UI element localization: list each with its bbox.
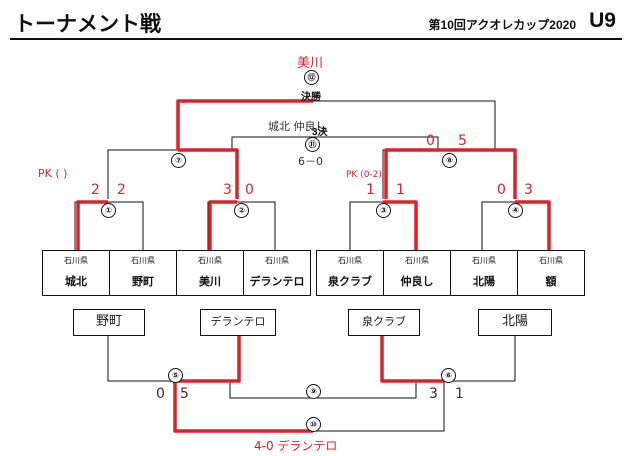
team-box: 石川県 デランテロ [243,250,311,296]
m5-score-right: 5 [180,386,189,402]
winner-path-m7 [178,148,239,199]
winner-path-m8b [384,148,449,199]
m1-score-right: 2 [117,182,126,198]
winner-path-m8 [449,148,517,199]
m5-node: ⑤ [168,368,183,383]
winner-path-m3 [383,200,418,250]
tournament-name: 第10回アクオレカップ2020 [428,18,576,32]
m5-score-left: 0 [156,386,165,402]
team-box: 石川県 泉クラブ [316,250,384,296]
qf2-bracket [207,201,276,250]
winner-path-m1 [76,200,108,250]
team-prefecture: 石川県 [539,256,563,265]
third-place-score: 6－0 [298,155,323,168]
m8-score-left: 0 [426,133,435,149]
final-label: 決勝 [301,92,321,103]
team-prefecture: 石川県 [338,256,362,265]
m1-score-left: 2 [91,182,100,198]
team-name: デランテロ [249,276,305,288]
m9-node: ⑨ [306,384,321,399]
m4-score-right: 3 [524,182,533,198]
third-place-bracket [231,136,439,150]
qf1-node: ① [101,203,116,218]
final-winner-note: 美川 [297,56,324,71]
team-name: 野町 [132,276,154,288]
team-prefecture: 石川県 [265,256,289,265]
team-box: 石川県 北陽 [450,250,518,296]
winner-path-m6 [380,335,444,383]
team-name: 美川 [199,276,221,288]
m10-result: 4-0 デランテロ [254,439,338,453]
team-name: 泉クラブ [328,276,372,288]
m6-score-left: 3 [429,386,438,402]
m9-bracket [229,381,417,399]
third-place-node: ⑪ [305,137,320,152]
final-bracket [178,100,496,150]
m6-score-right: 1 [455,386,464,402]
team-box: 石川県 美川 [176,250,244,296]
team-prefecture: 石川県 [198,256,222,265]
m10-node: ⑩ [306,417,321,432]
consolation-box: 野町 [73,309,145,336]
m4-score-left: 0 [497,182,506,198]
header-rule [10,38,622,40]
third-place-note: 城北 仲良し [268,120,327,133]
team-prefecture: 石川県 [64,256,88,265]
consolation-box: 北陽 [478,309,552,336]
page-title: トーナメント戦 [14,13,161,36]
team-name: 北陽 [473,276,495,288]
consolation-box: 泉クラブ [348,309,420,336]
team-box: 石川県 額 [517,250,585,296]
semi-left-node: ⑦ [171,153,186,168]
m3-score-left: 1 [366,182,375,198]
m3-score-right: 1 [396,182,405,198]
age-category: U9 [589,9,616,32]
qf1-bracket [74,201,144,250]
winner-path-final [176,99,313,150]
team-name: 額 [545,276,557,288]
team-box: 石川県 野町 [109,250,177,296]
qf2-node: ② [234,203,249,218]
winner-path-m4 [515,200,551,250]
consolation-box: デランテロ [200,309,276,336]
qf4-node: ④ [508,203,523,218]
winner-path-m5 [173,335,313,433]
m2-score-right: 0 [245,182,254,198]
team-prefecture: 石川県 [405,256,429,265]
m8-score-right: 5 [458,133,467,149]
qf3-node: ③ [376,203,391,218]
third-place-label: 3決 [312,127,328,138]
winner-path-m2 [208,200,237,250]
m2-score-left: 3 [223,182,232,198]
team-prefecture: 石川県 [472,256,496,265]
m1-pk: PK ( ) [38,167,68,180]
semi-right-node: ⑧ [442,153,457,168]
team-prefecture: 石川県 [131,256,155,265]
team-box: 石川県 城北 [42,250,110,296]
m6-node: ⑥ [441,368,456,383]
team-box: 石川県 仲良し [383,250,451,296]
m3-pk: PK (0-2) [346,170,382,180]
team-name: 城北 [65,276,87,288]
team-name: 仲良し [400,276,434,288]
final-node: ⑫ [304,70,319,85]
